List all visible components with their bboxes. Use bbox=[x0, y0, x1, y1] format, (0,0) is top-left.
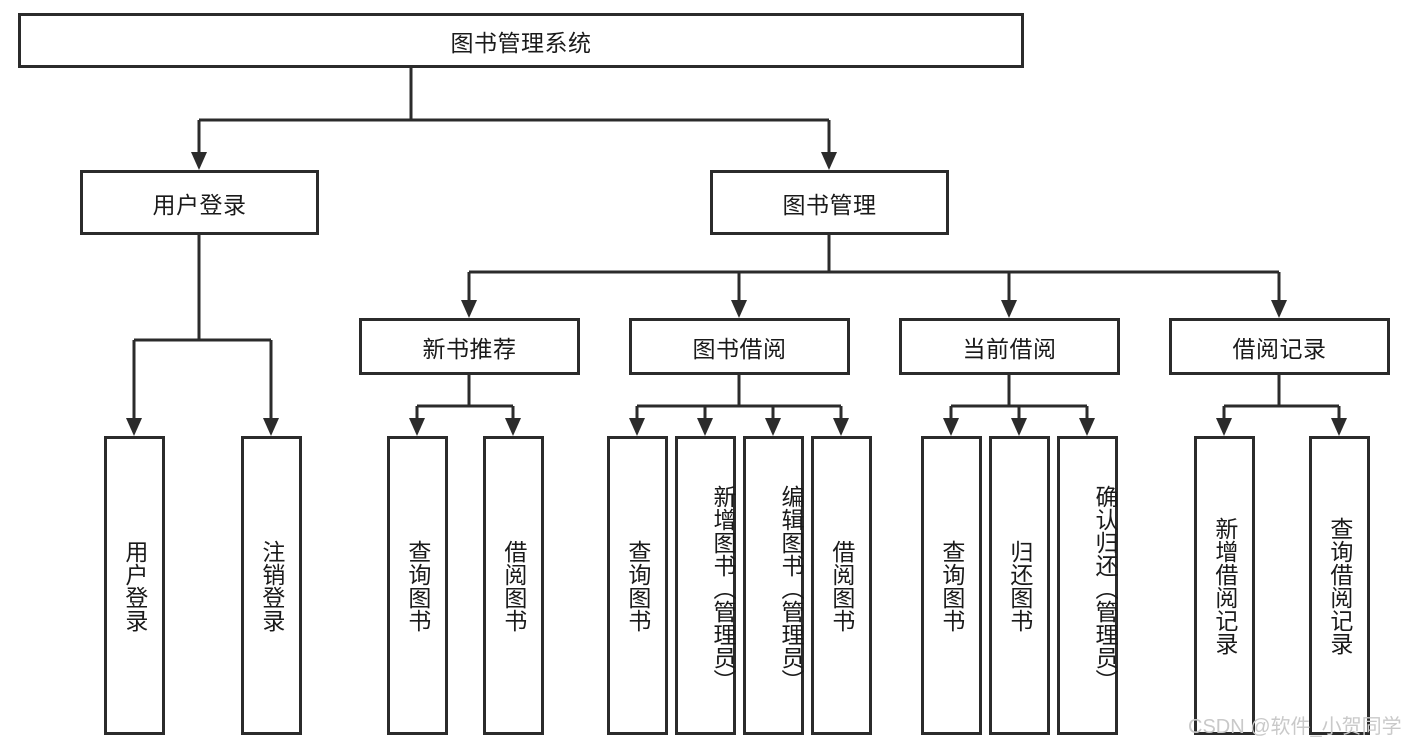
arrow-head-leaf-user-login bbox=[126, 418, 142, 436]
node-box-leaf-query-book-2[interactable] bbox=[607, 436, 668, 735]
arrow-head-leaf-query-book-2 bbox=[629, 418, 645, 436]
node-box-leaf-query-book-1[interactable] bbox=[387, 436, 448, 735]
arrow-head-book-management bbox=[821, 152, 837, 170]
node-box-user-login[interactable] bbox=[80, 170, 319, 235]
node-box-leaf-query-book-3[interactable] bbox=[921, 436, 982, 735]
arrow-head-leaf-query-book-1 bbox=[409, 418, 425, 436]
arrow-head-borrow-record bbox=[1271, 300, 1287, 318]
node-box-new-book-recommend[interactable] bbox=[359, 318, 580, 375]
arrow-head-user-login bbox=[191, 152, 207, 170]
arrow-head-leaf-borrow-book-2 bbox=[833, 418, 849, 436]
arrow-head-current-borrow bbox=[1001, 300, 1017, 318]
node-box-root[interactable] bbox=[18, 13, 1024, 68]
node-box-book-borrow[interactable] bbox=[629, 318, 850, 375]
arrow-head-leaf-add-record bbox=[1216, 418, 1232, 436]
arrow-head-leaf-add-book bbox=[697, 418, 713, 436]
watermark-label: CSDN @软件_小贺同学 bbox=[1188, 716, 1402, 738]
node-box-leaf-query-record[interactable] bbox=[1309, 436, 1370, 735]
node-box-leaf-confirm-return[interactable] bbox=[1057, 436, 1118, 735]
node-box-borrow-record[interactable] bbox=[1169, 318, 1390, 375]
arrow-head-leaf-edit-book bbox=[765, 418, 781, 436]
node-box-leaf-return-book[interactable] bbox=[989, 436, 1050, 735]
node-box-leaf-add-book[interactable] bbox=[675, 436, 736, 735]
arrow-head-leaf-return-book bbox=[1011, 418, 1027, 436]
arrow-head-leaf-confirm-return bbox=[1079, 418, 1095, 436]
node-box-leaf-borrow-book-2[interactable] bbox=[811, 436, 872, 735]
node-box-leaf-logout-login[interactable] bbox=[241, 436, 302, 735]
arrow-head-leaf-query-record bbox=[1331, 418, 1347, 436]
arrow-head-new-book-recommend bbox=[461, 300, 477, 318]
node-box-leaf-borrow-book-1[interactable] bbox=[483, 436, 544, 735]
arrow-head-leaf-borrow-book-1 bbox=[505, 418, 521, 436]
node-box-book-management[interactable] bbox=[710, 170, 949, 235]
node-box-leaf-edit-book[interactable] bbox=[743, 436, 804, 735]
arrow-head-book-borrow bbox=[731, 300, 747, 318]
node-box-current-borrow[interactable] bbox=[899, 318, 1120, 375]
arrow-head-leaf-query-book-3 bbox=[943, 418, 959, 436]
arrow-head-leaf-logout-login bbox=[263, 418, 279, 436]
node-box-leaf-add-record[interactable] bbox=[1194, 436, 1255, 735]
node-box-leaf-user-login[interactable] bbox=[104, 436, 165, 735]
